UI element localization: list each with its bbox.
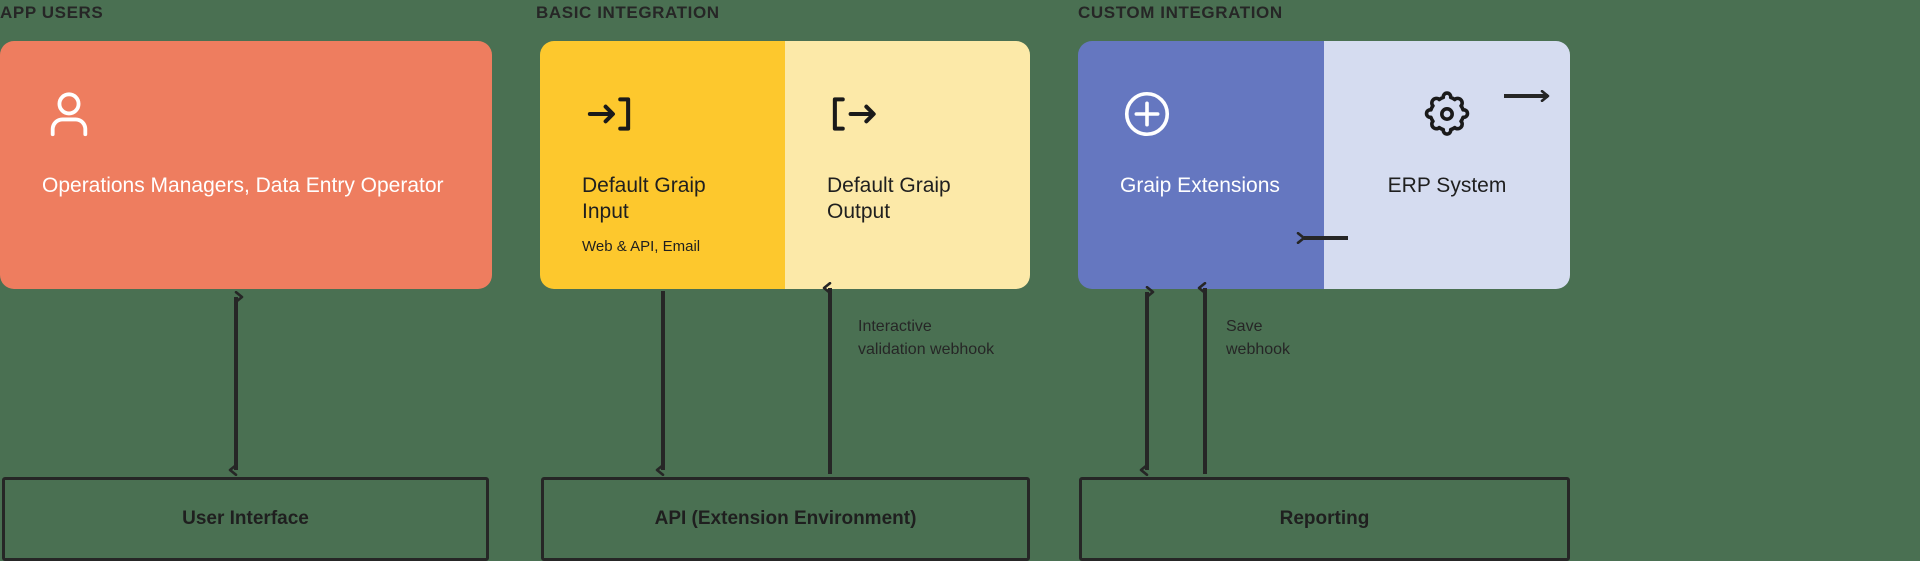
panel-custom-integration[interactable]: Graip Extensions ERP System	[1078, 41, 1570, 289]
panel-default-graip-input-title: Default Graip Input	[582, 174, 706, 224]
bar-user-interface-label: User Interface	[182, 508, 309, 529]
group-label-custom-integration: CUSTOM INTEGRATION	[1078, 3, 1283, 22]
bar-user-interface[interactable]: User Interface	[2, 477, 489, 561]
panel-app-users[interactable]: Operations Managers, Data Entry Operator	[0, 41, 492, 289]
bar-api-label: API (Extension Environment)	[654, 508, 917, 529]
login-arrow-icon	[582, 87, 785, 141]
panel-default-graip-input-subtitle: Web & API, Email	[582, 237, 701, 255]
panel-default-graip-output-title: Default Graip Output	[827, 174, 951, 224]
group-label-basic-integration: BASIC INTEGRATION	[536, 3, 720, 22]
bar-reporting-label: Reporting	[1279, 508, 1370, 529]
panel-default-graip-output[interactable]: Default Graip Output	[785, 41, 1030, 289]
panel-app-users-title: Operations Managers, Data Entry Operator	[42, 174, 444, 197]
panel-app-users-content: Operations Managers, Data Entry Operator	[0, 41, 492, 289]
gear-icon	[1420, 87, 1474, 141]
panel-erp-system-title: ERP System	[1387, 174, 1507, 197]
panel-graip-extensions-title: Graip Extensions	[1120, 174, 1280, 197]
label-interactive-validation-webhook: Interactive validation webhook	[858, 318, 995, 359]
label-save-webhook: Save webhook	[1226, 318, 1291, 359]
panel-default-graip-input[interactable]: Default Graip Input Web & API, Email	[540, 41, 785, 289]
panel-graip-extensions[interactable]: Graip Extensions	[1078, 41, 1324, 289]
group-label-app-users: APP USERS	[0, 3, 104, 22]
panel-basic-integration[interactable]: Default Graip Input Web & API, Email Def…	[540, 41, 1030, 289]
panel-erp-system[interactable]: ERP System	[1324, 41, 1570, 289]
bar-reporting[interactable]: Reporting	[1079, 477, 1570, 561]
logout-arrow-icon	[827, 87, 1030, 141]
user-icon	[42, 87, 492, 141]
bar-api-extension-environment[interactable]: API (Extension Environment)	[541, 477, 1030, 561]
plus-circle-icon	[1120, 87, 1324, 141]
